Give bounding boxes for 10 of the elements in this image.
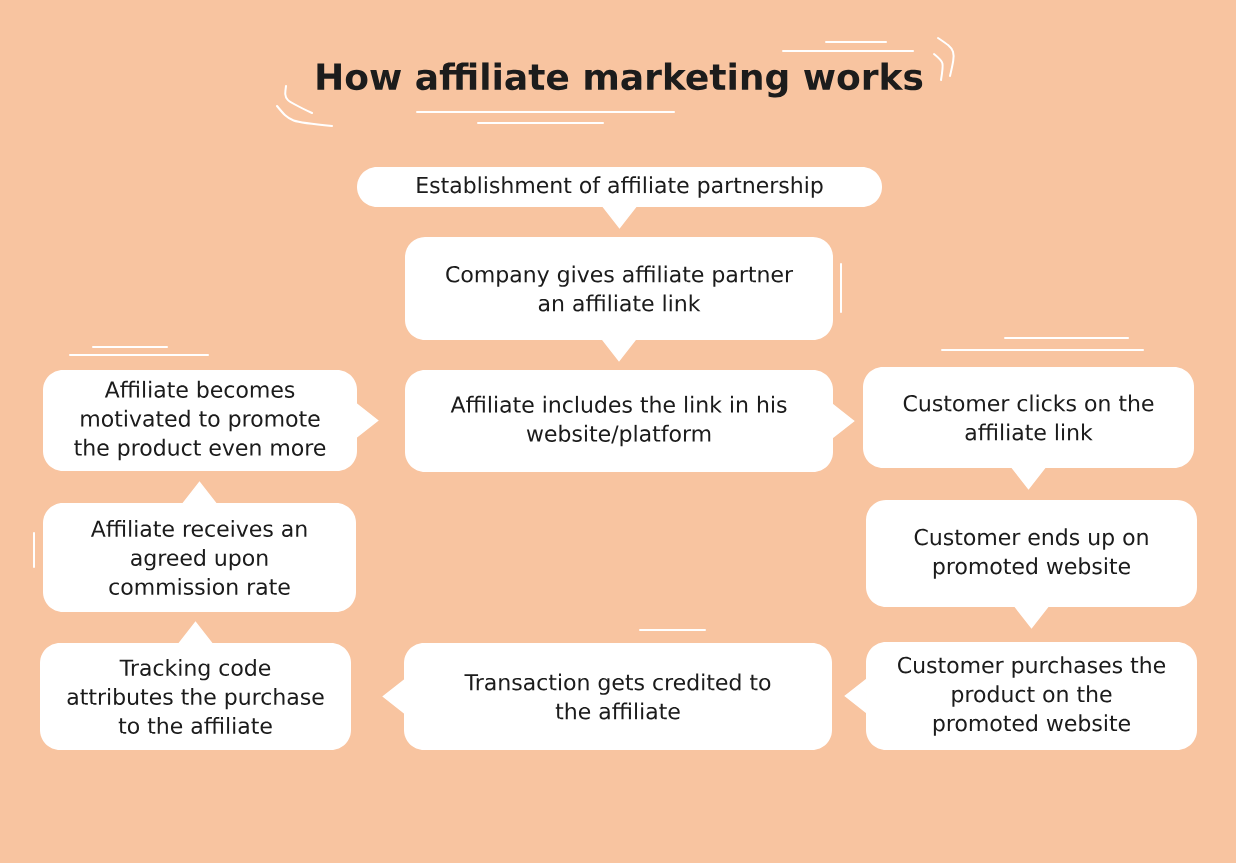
step-box: Transaction gets credited to the affiliate — [404, 643, 832, 750]
title: How affiliate marketing works — [317, 62, 923, 98]
step-box: Customer purchases the product on the promoted website — [866, 642, 1197, 750]
step-box: Affiliate receives an agreed upon commission rate — [43, 503, 356, 612]
step-box: Customer ends up on promoted website — [866, 500, 1197, 607]
step-box: Company gives affiliate partner an affiliate link — [405, 237, 833, 340]
step-box: Affiliate includes the link in his website/platform — [405, 370, 833, 472]
step-box: Affiliate becomes motivated to promote the product even more — [43, 370, 357, 471]
step-box: Tracking code attributes the purchase to the affiliate — [40, 643, 351, 750]
step-box: Customer clicks on the affiliate link — [863, 367, 1194, 468]
